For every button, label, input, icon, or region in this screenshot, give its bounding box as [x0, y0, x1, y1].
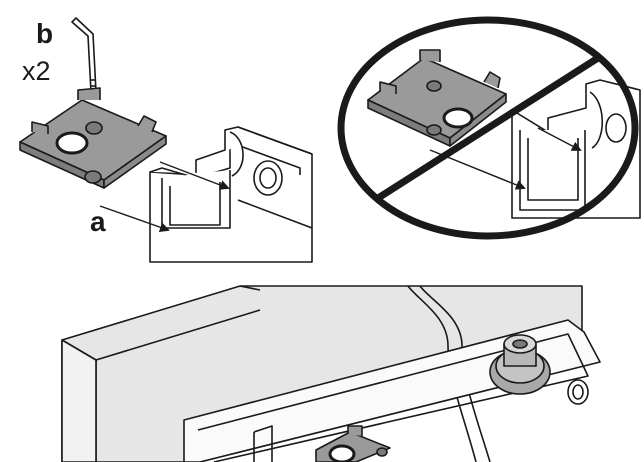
- mounting-hole: [85, 121, 103, 135]
- center-hole: [55, 131, 89, 155]
- arrow-icon: [99, 161, 230, 233]
- fastener-label: b: [36, 18, 54, 49]
- allen-key-icon: [71, 17, 97, 93]
- adapter-plate: [367, 49, 507, 147]
- correct-mounting-step: [19, 17, 313, 263]
- center-hole: [442, 107, 474, 129]
- mounting-rail: [183, 319, 601, 462]
- mounting-hole: [426, 80, 442, 92]
- incorrect-mounting-step: [337, 16, 641, 240]
- adapter-plate: [19, 87, 167, 189]
- prohibited-icon: [337, 16, 639, 240]
- installation-overview: [61, 285, 601, 462]
- quantity-label: x2: [22, 56, 51, 86]
- rail-label: a: [90, 206, 106, 237]
- cable: [407, 285, 477, 462]
- rotary-fitting: [489, 334, 551, 395]
- mounting-hole: [84, 170, 102, 184]
- mounting-hole: [426, 124, 442, 136]
- rail-profile: [149, 126, 313, 263]
- adapter-plate: [315, 425, 391, 462]
